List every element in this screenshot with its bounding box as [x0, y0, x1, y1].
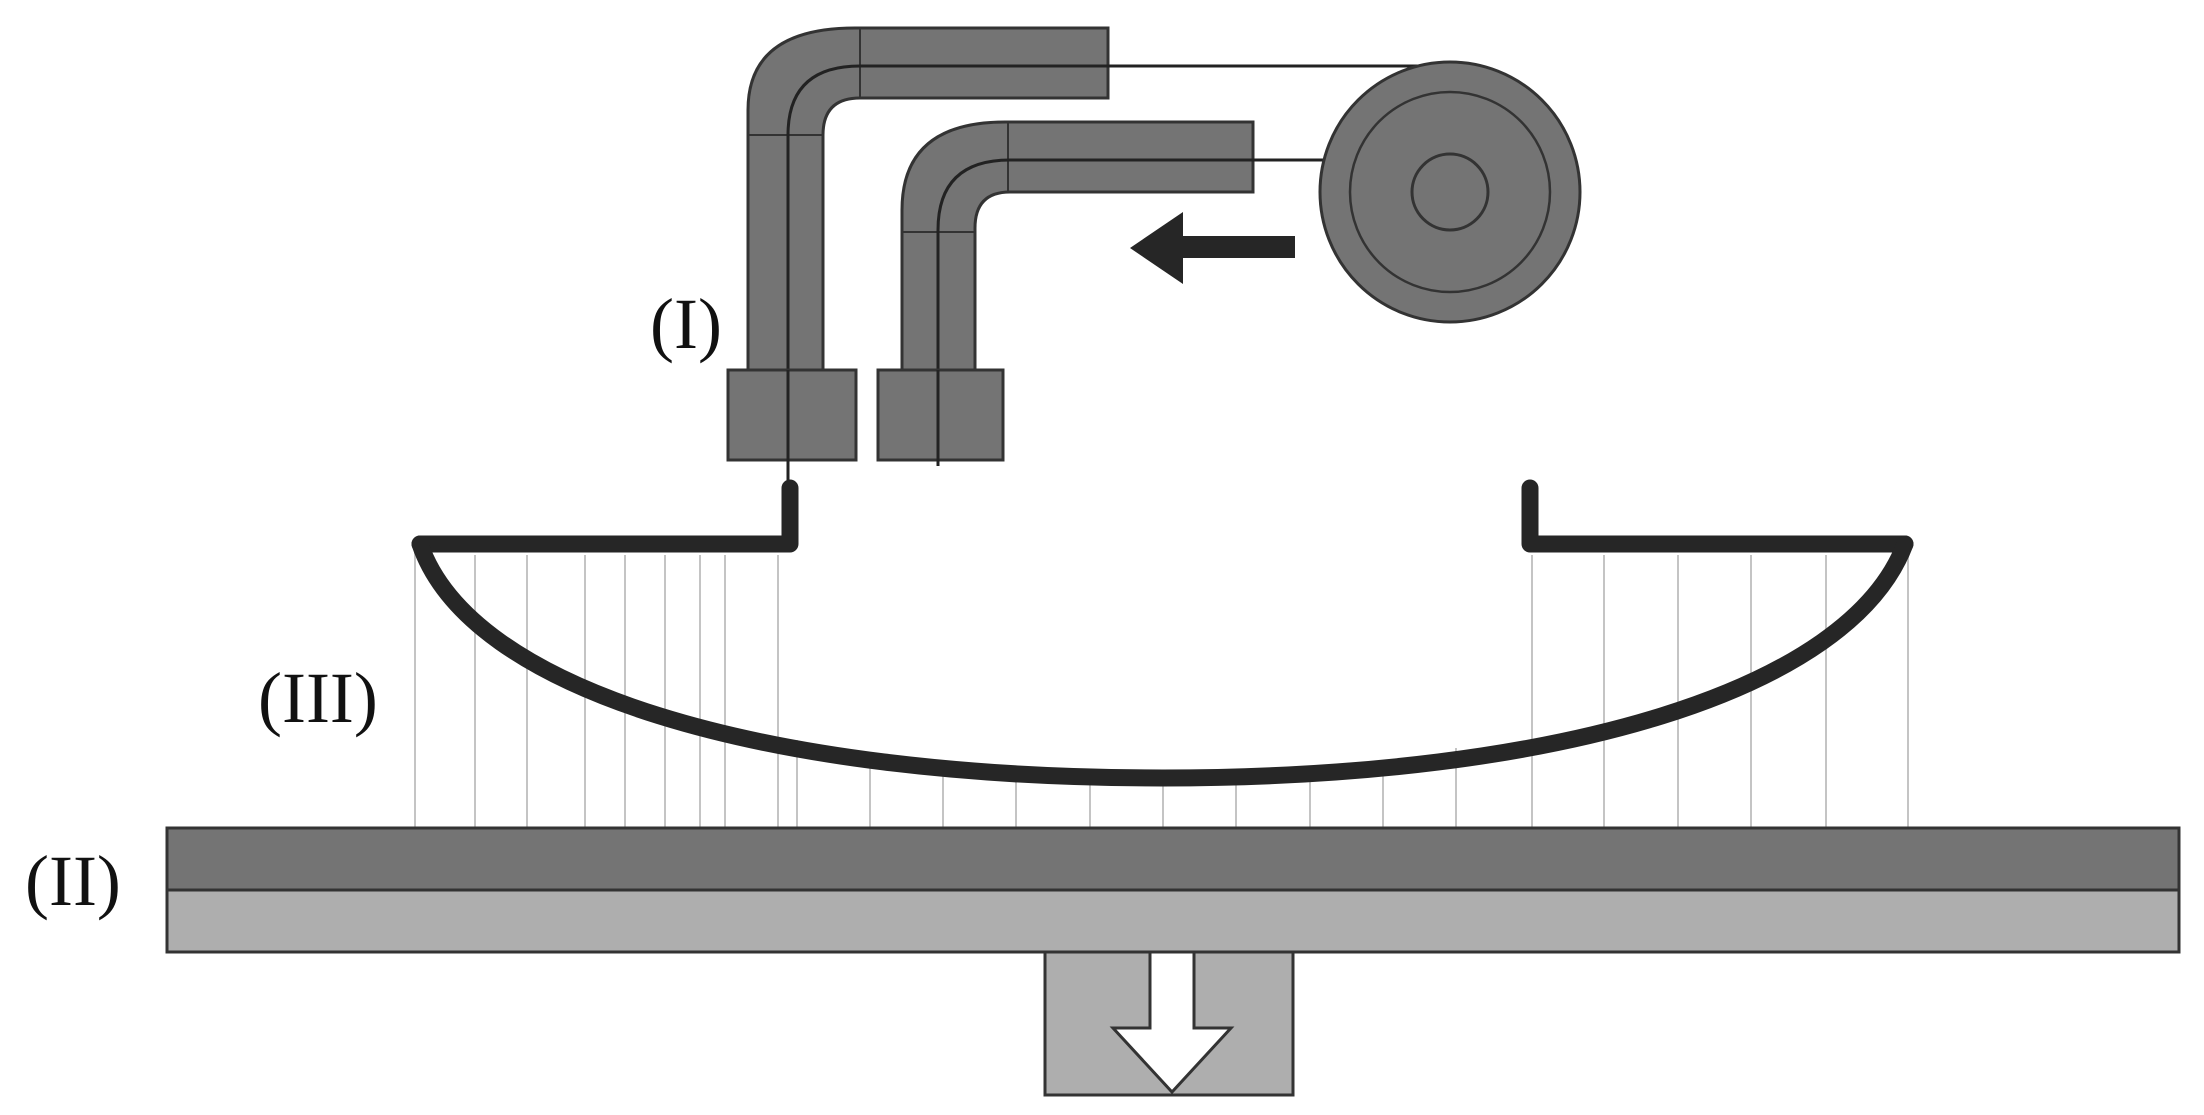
- build-platform-bottom-layer: [165, 888, 2181, 954]
- filament-tube-right-body: [900, 120, 1255, 372]
- label-platform: (II): [25, 841, 121, 921]
- filament-strand-right: [936, 158, 1450, 466]
- printed-part-bowl: [411, 535, 1914, 787]
- platform-mount: [1043, 950, 1295, 1097]
- printed-part-right-rim: [1521, 479, 1914, 553]
- nozzle-block-right: [876, 368, 1005, 462]
- filament-strand-left: [786, 64, 1450, 485]
- support-structures: [414, 540, 1909, 828]
- spool-ring: [1348, 90, 1552, 294]
- printed-part: [411, 479, 1914, 787]
- label-supports: (III): [258, 658, 378, 738]
- nozzle-block-left: [726, 368, 858, 462]
- spool-hub: [1410, 152, 1490, 232]
- filament-tube-left: [746, 26, 1110, 372]
- filament-spool: [1318, 60, 1582, 324]
- feed-direction-arrow-icon: [1130, 212, 1295, 284]
- build-platform-top-layer: [165, 826, 2181, 892]
- filament-tube-left-body: [746, 26, 1110, 372]
- build-platform: [165, 826, 2181, 954]
- platform-down-arrow-icon: [1109, 950, 1235, 1095]
- printed-part-left-rim: [411, 479, 799, 553]
- filament-strands: [786, 64, 1450, 485]
- label-nozzle: (I): [650, 284, 722, 364]
- nozzle-blocks: [726, 368, 1005, 485]
